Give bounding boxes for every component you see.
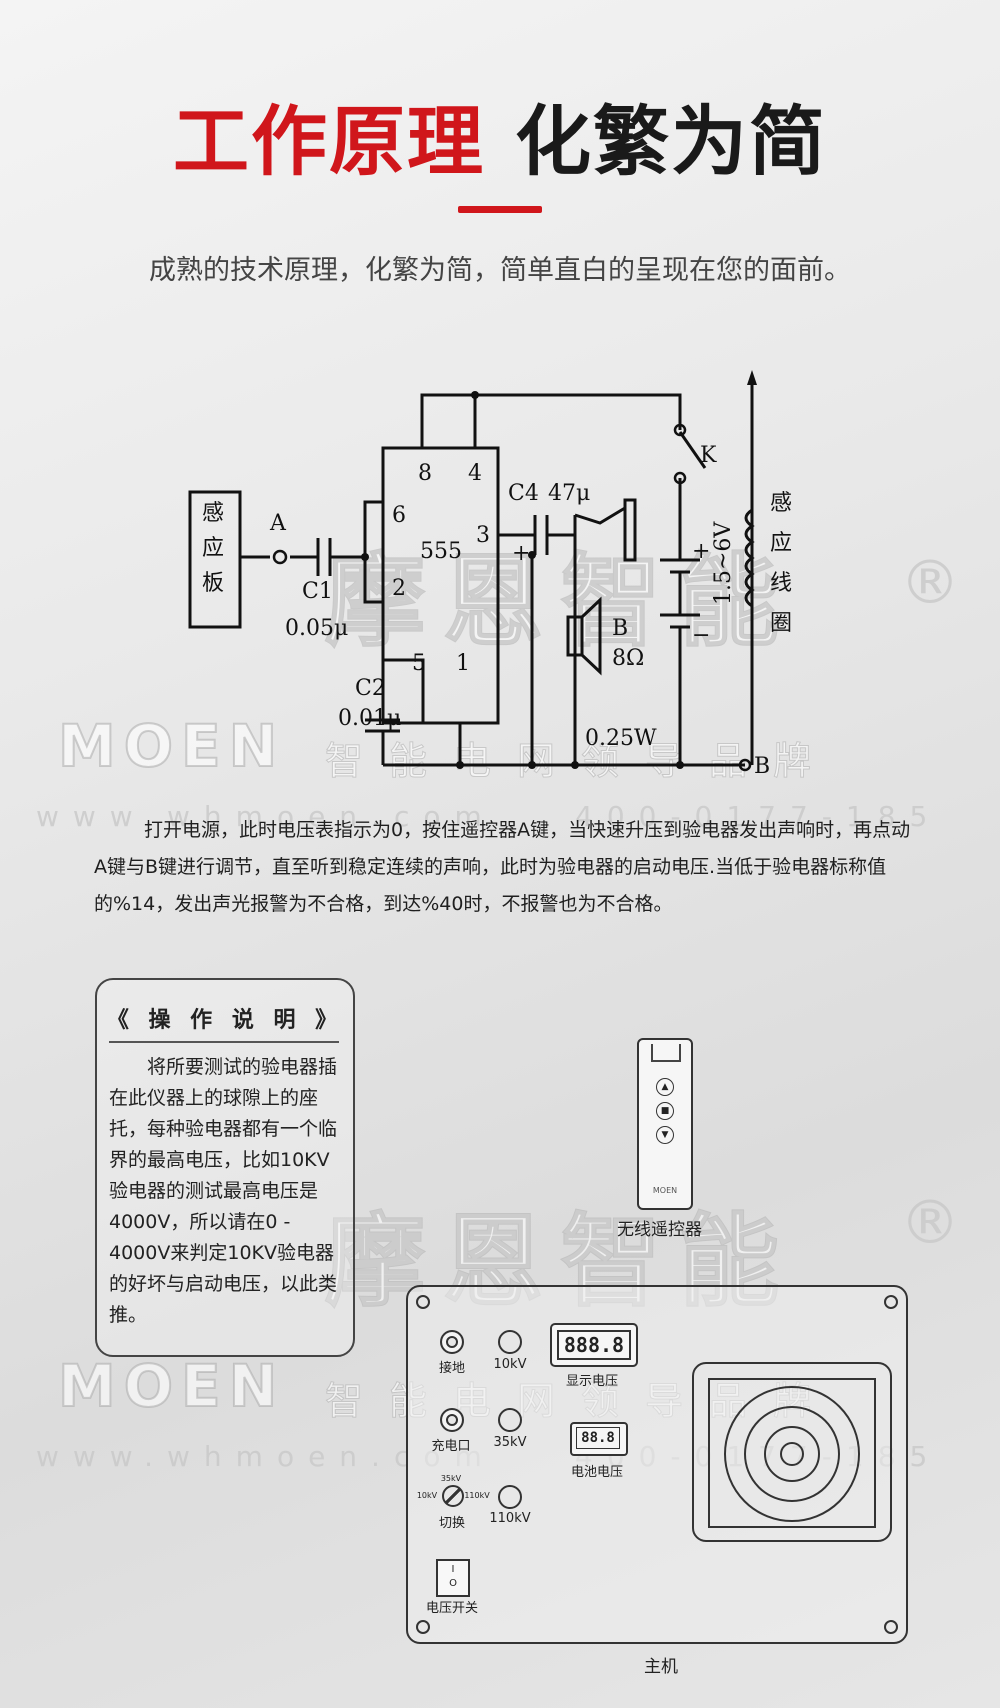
operation-text: 将所要测试的验电器插在此仪器上的球隙上的座托，每种验电器都有一个临界的最高电压，… (109, 1056, 338, 1326)
screw-icon (416, 1295, 430, 1309)
coil-label-2: 应 (770, 531, 792, 556)
kv110-label: 110kV (489, 1511, 531, 1526)
screw-icon (884, 1620, 898, 1634)
voltage-digits: 888.8 (557, 1330, 631, 1360)
pin-6: 6 (392, 503, 406, 528)
switch-label: K (700, 443, 717, 468)
speaker-name: B (612, 616, 628, 641)
speaker-ring (780, 1442, 804, 1466)
c2-label: C2 (355, 676, 386, 701)
speaker-ring (764, 1426, 820, 1482)
remote-top-tab (651, 1044, 681, 1062)
c4-value: 47μ (548, 481, 590, 506)
c1-label: C1 (302, 579, 333, 604)
battery-label: 1.5~6V (711, 521, 736, 605)
watermark-moen: MOEN (57, 1351, 286, 1421)
battery-display-label: 电池电压 (570, 1465, 623, 1480)
speaker-ring (744, 1406, 840, 1502)
down-button[interactable]: ▼ (656, 1126, 674, 1144)
point-b-label: B (754, 754, 770, 779)
subtitle: 成熟的技术原理，化繁为简，简单直白的呈现在您的面前。 (149, 255, 851, 286)
title-underline (458, 206, 542, 213)
battery-digits: 88.8 (576, 1427, 620, 1449)
voltage-display-label: 显示电压 (565, 1374, 618, 1389)
kv10-label: 10kV (493, 1357, 527, 1372)
c4-label: C4 (508, 481, 539, 506)
switch-10-label: 10kV (416, 1491, 438, 1500)
title-red: 工作原理 (173, 97, 485, 186)
range-switch-knob[interactable] (442, 1485, 464, 1507)
speaker-inner (708, 1378, 876, 1528)
power-off-mark: O (449, 1578, 457, 1589)
coil-label-3: 线 (770, 571, 792, 596)
device-caption: 主机 (644, 1657, 678, 1677)
speaker-panel (692, 1362, 892, 1542)
speaker-watt: 0.25W (585, 726, 657, 751)
pin-3: 3 (476, 523, 490, 548)
screw-icon (884, 1295, 898, 1309)
remote-caption: 无线遥控器 (617, 1220, 702, 1240)
stop-button[interactable]: ■ (656, 1102, 674, 1120)
switch-35-label: 35kV (440, 1474, 462, 1483)
battery-plus: + (692, 539, 710, 564)
battery-minus: − (692, 623, 710, 648)
pin-5: 5 (412, 651, 426, 676)
sensor-label-3: 板 (202, 571, 224, 596)
power-switch[interactable]: I O (436, 1559, 470, 1597)
screw-icon (416, 1620, 430, 1634)
c2-value: 0.01μ (338, 706, 401, 731)
chip-555 (381, 446, 500, 725)
coil-label-1: 感 (770, 491, 792, 516)
battery-display: 88.8 (570, 1422, 628, 1456)
speaker-ohm: 8Ω (612, 646, 644, 671)
pin-4: 4 (468, 461, 482, 486)
kv35-label: 35kV (493, 1435, 527, 1450)
description-paragraph: 打开电源，此时电压表指示为0，按住遥控器A键，当快速升压到验电器发出声响时，再点… (94, 819, 911, 915)
speaker-ring (724, 1386, 860, 1522)
pin-2: 2 (392, 576, 406, 601)
up-button[interactable]: ▲ (656, 1078, 674, 1096)
charge-port-label: 充电口 (431, 1439, 471, 1454)
power-switch-label: 电压开关 (425, 1601, 478, 1616)
plus-sign: + (512, 541, 530, 566)
switch-caption: 切换 (438, 1516, 465, 1531)
ground-label: 接地 (438, 1361, 465, 1376)
ground-terminal[interactable] (440, 1330, 464, 1354)
kv10-terminal[interactable] (498, 1330, 522, 1354)
power-on-mark: I (451, 1564, 455, 1575)
c1-value: 0.05μ (285, 616, 348, 641)
pin-8: 8 (418, 461, 432, 486)
sensor-board (188, 490, 242, 629)
title-dark: 化繁为简 (515, 97, 827, 186)
switch-110-label: 110kV (464, 1491, 490, 1500)
sensor-label-1: 感 (202, 501, 224, 526)
charge-port[interactable] (440, 1408, 464, 1432)
operation-title: 《 操 作 说 明 》 (106, 1008, 344, 1033)
remote-brand: MOEN (652, 1186, 678, 1195)
kv35-terminal[interactable] (498, 1408, 522, 1432)
kv110-terminal[interactable] (498, 1485, 522, 1509)
circuit-diagram: 感 应 板 A C1 0.05μ C2 0.01μ C4 47μ + 8 4 6… (188, 370, 792, 779)
coil-label-4: 圈 (770, 611, 792, 636)
pin-1: 1 (456, 651, 470, 676)
chip-name: 555 (420, 539, 462, 564)
watermark-reg: ® (900, 1188, 960, 1258)
remote-control: ▲ ■ ▼ MOEN (637, 1038, 693, 1210)
sensor-label-2: 应 (202, 536, 224, 561)
page-title: 工作原理化繁为简 (0, 80, 1000, 190)
operation-box: 《 操 作 说 明 》 将所要测试的验电器插在此仪器上的球隙上的座托，每种验电器… (95, 978, 355, 1357)
voltage-display: 888.8 (550, 1323, 638, 1367)
main-device: 接地 10kV 充电口 35kV 35kV 10kV 110kV 切换 110k… (406, 1285, 908, 1644)
operation-divider (109, 1041, 339, 1043)
point-a-label: A (269, 511, 287, 536)
